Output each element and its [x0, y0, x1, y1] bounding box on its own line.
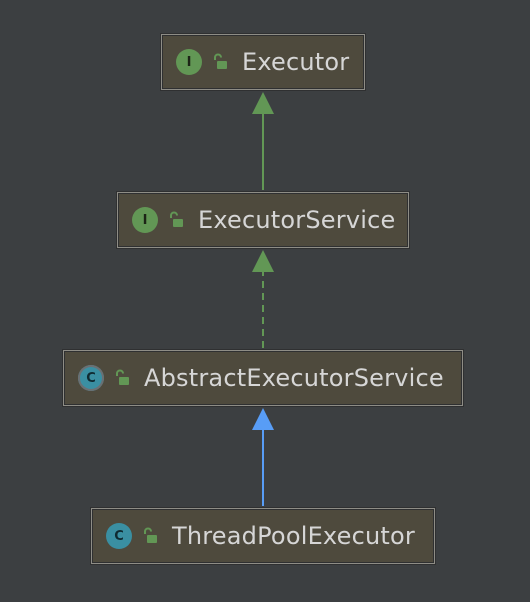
arrowhead-executorservice [252, 250, 274, 272]
node-label: ExecutorService [198, 206, 396, 234]
arrowhead-executor [252, 92, 274, 114]
unlocked-icon [144, 527, 157, 543]
interface-icon: I [176, 49, 202, 75]
abstract-class-icon: C [78, 365, 104, 391]
interface-icon: I [132, 207, 158, 233]
class-icon: C [106, 523, 132, 549]
unlocked-icon [214, 53, 227, 69]
node-label: AbstractExecutorService [144, 364, 444, 392]
unlocked-icon [170, 211, 183, 227]
arrowhead-abstractexecutorservice [252, 408, 274, 430]
node-thread-pool-executor[interactable]: C ThreadPoolExecutor [91, 508, 435, 564]
node-label: Executor [242, 48, 350, 76]
node-abstract-executor-service[interactable]: C AbstractExecutorService [63, 350, 463, 406]
node-executor-service[interactable]: I ExecutorService [117, 192, 409, 248]
node-label: ThreadPoolExecutor [172, 522, 415, 550]
node-executor[interactable]: I Executor [161, 34, 365, 90]
unlocked-icon [116, 369, 129, 385]
